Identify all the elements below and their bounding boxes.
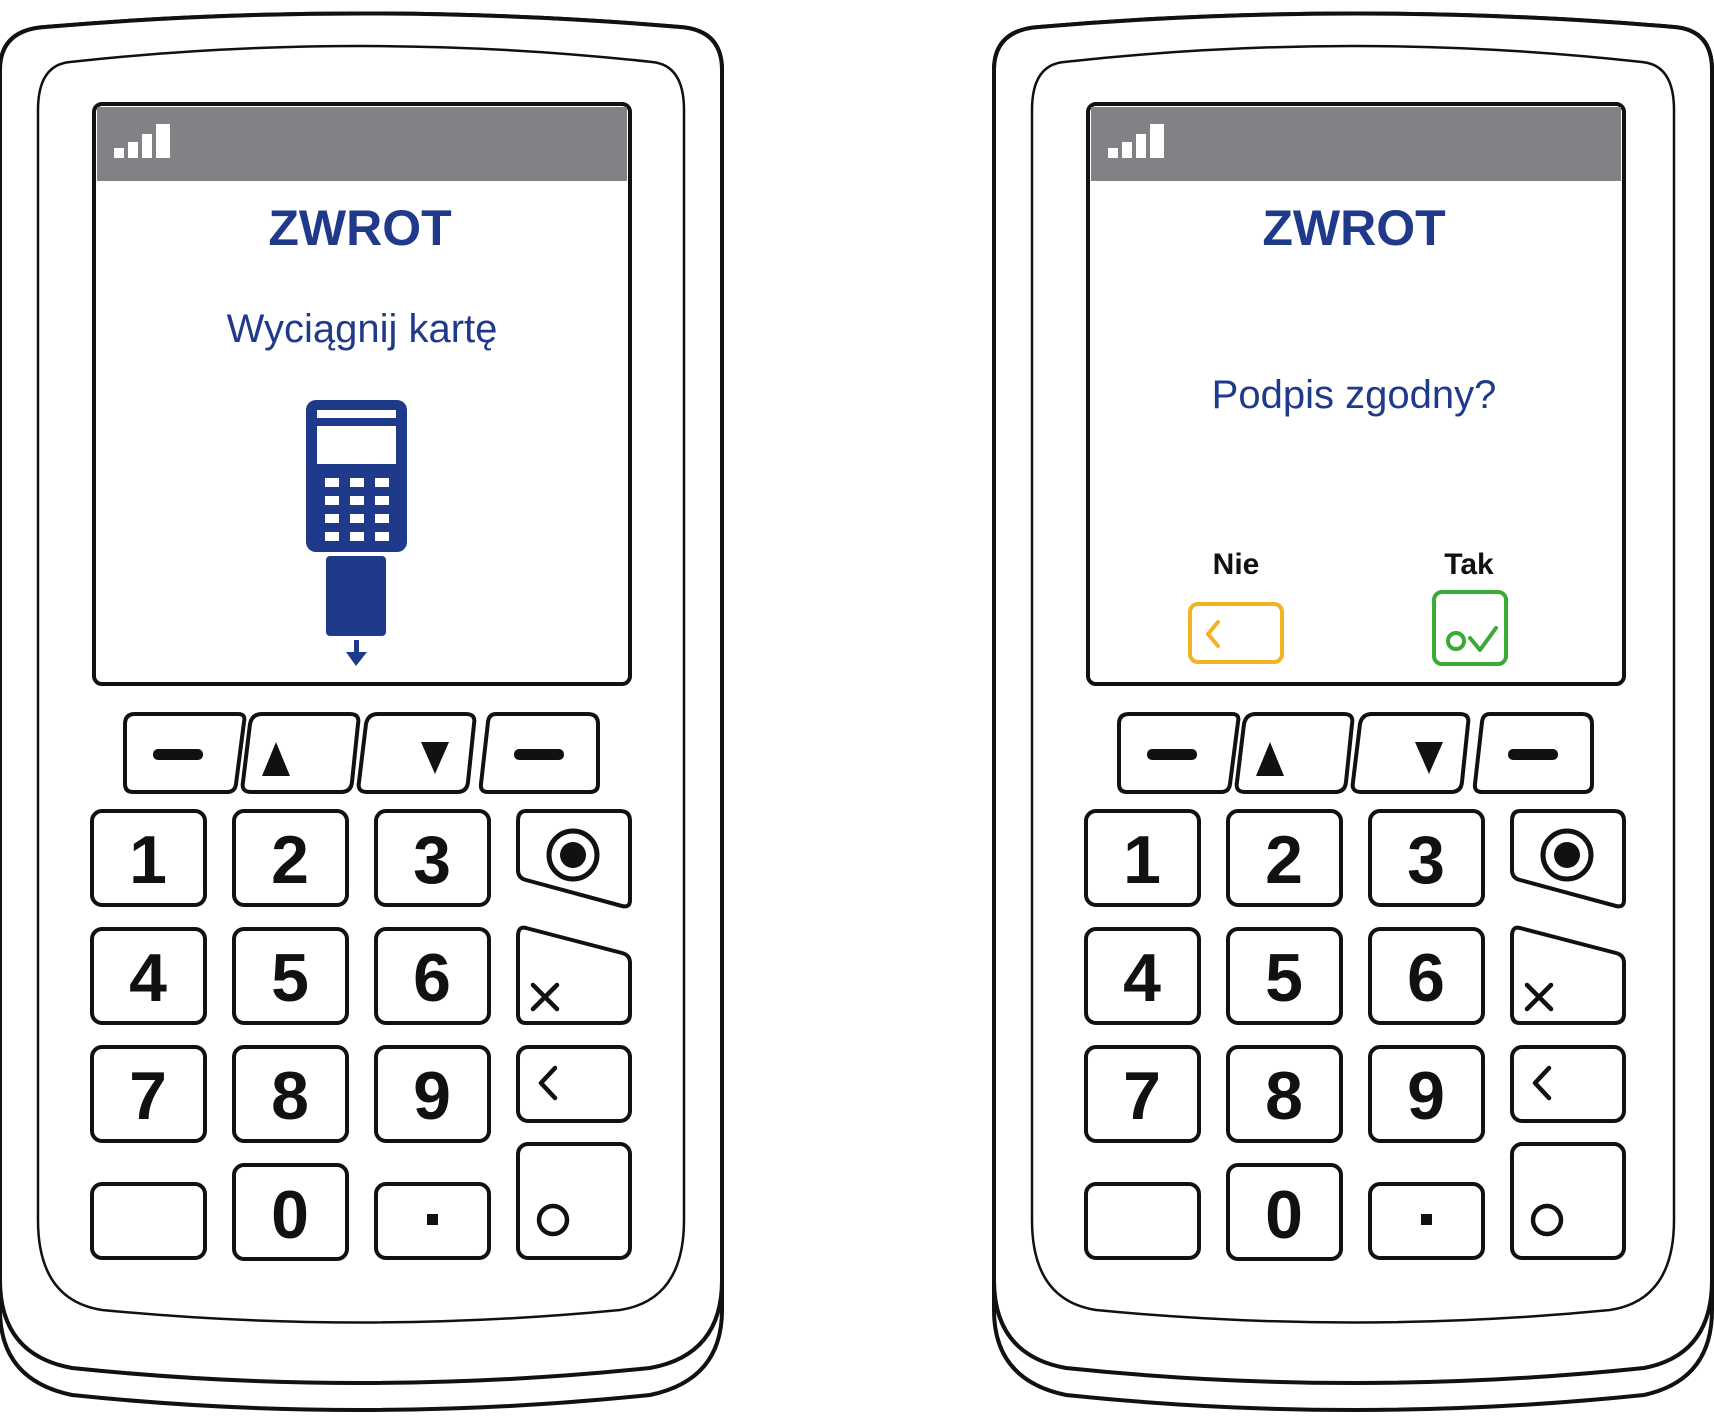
key-label: 9: [1407, 1058, 1445, 1134]
screen-title: ZWROT: [268, 200, 451, 256]
key-label: 6: [1407, 940, 1445, 1016]
back-arrow-icon: [1206, 620, 1220, 648]
nav-key-up[interactable]: [1234, 712, 1355, 794]
confirm-icon: [536, 1203, 570, 1237]
minus-icon: [514, 749, 564, 760]
key-8[interactable]: [232, 1045, 349, 1143]
status-bar: [1091, 107, 1621, 181]
card-reader-icon: [546, 828, 600, 882]
cancel-icon: [530, 982, 560, 1012]
key-label: 5: [1265, 940, 1303, 1016]
option-yes-button[interactable]: [1432, 590, 1508, 666]
screen: [1086, 102, 1626, 686]
key-1[interactable]: [90, 809, 207, 907]
key-9[interactable]: [374, 1045, 491, 1143]
key-label: 0: [1265, 1177, 1303, 1253]
key-5[interactable]: [232, 927, 349, 1025]
minus-icon: [153, 749, 203, 760]
backspace-key[interactable]: [1510, 1045, 1626, 1123]
down-arrow-icon: [421, 742, 449, 774]
key-label: 3: [1407, 822, 1445, 898]
key-blank[interactable]: [1084, 1182, 1201, 1260]
option-no-label: Nie: [1213, 548, 1260, 581]
terminal-bezel: [36, 44, 686, 1324]
backspace-key[interactable]: [516, 1045, 632, 1123]
key-0[interactable]: [232, 1163, 349, 1261]
key-label: 1: [1123, 822, 1161, 898]
key-3[interactable]: [1368, 809, 1485, 907]
confirm-key[interactable]: [1510, 1142, 1626, 1260]
screen-message: Podpis zgodny?: [1212, 373, 1497, 417]
digit-keys: 1 2 3 4 5 6 7 8 9 0: [90, 809, 491, 1261]
key-0[interactable]: [1226, 1163, 1343, 1261]
dot-icon: [1421, 1214, 1432, 1225]
cancel-icon: [1524, 982, 1554, 1012]
digit-keys: 1 2 3 4 5 6 7 8 9 0: [1084, 809, 1485, 1261]
nav-keys: [1117, 712, 1594, 794]
key-label: 5: [271, 940, 309, 1016]
key-4[interactable]: [1084, 927, 1201, 1025]
function-keys: [516, 809, 632, 1260]
key-label: 7: [1123, 1058, 1161, 1134]
screen-message: Wyciągnij kartę: [227, 307, 498, 351]
signal-icon: [1108, 124, 1164, 158]
signal-icon: [114, 124, 170, 158]
key-label: 2: [271, 822, 309, 898]
card-removal-terminal-icon: [306, 400, 407, 666]
key-label: 0: [271, 1177, 309, 1253]
minus-icon: [1147, 749, 1197, 760]
key-2[interactable]: [1226, 809, 1343, 907]
nav-key-down[interactable]: [1350, 712, 1471, 794]
option-yes-label: Tak: [1444, 548, 1494, 581]
key-6[interactable]: [374, 927, 491, 1025]
backspace-icon: [538, 1065, 558, 1101]
key-2[interactable]: [232, 809, 349, 907]
down-arrow-icon: [1415, 742, 1443, 774]
check-icon: [1446, 626, 1498, 652]
function-keys: [1510, 809, 1626, 1260]
key-label: 6: [413, 940, 451, 1016]
nav-keys: [123, 712, 600, 794]
key-label: 3: [413, 822, 451, 898]
backspace-icon: [1532, 1065, 1552, 1101]
nav-key-up[interactable]: [240, 712, 361, 794]
terminal-left: ZWROT Wyciągnij kartę: [0, 11, 724, 1412]
key-label: 1: [129, 822, 167, 898]
key-8[interactable]: [1226, 1045, 1343, 1143]
key-7[interactable]: [90, 1045, 207, 1143]
key-label: 7: [129, 1058, 167, 1134]
key-1[interactable]: [1084, 809, 1201, 907]
nav-key-down[interactable]: [356, 712, 477, 794]
up-arrow-icon: [1256, 742, 1284, 776]
key-label: 2: [1265, 822, 1303, 898]
key-6[interactable]: [1368, 927, 1485, 1025]
status-bar: [97, 107, 627, 181]
key-label: 8: [1265, 1058, 1303, 1134]
minus-icon: [1508, 749, 1558, 760]
terminal-right: ZWROT Podpis zgodny? Nie Tak: [992, 11, 1714, 1412]
key-5[interactable]: [1226, 927, 1343, 1025]
key-label: 9: [413, 1058, 451, 1134]
terminal-bezel: [1030, 44, 1676, 1324]
key-label: 4: [1123, 940, 1161, 1016]
screen: [92, 102, 632, 686]
key-7[interactable]: [1084, 1045, 1201, 1143]
key-blank[interactable]: [90, 1182, 207, 1260]
up-arrow-icon: [262, 742, 290, 776]
key-4[interactable]: [90, 927, 207, 1025]
key-label: 4: [129, 940, 167, 1016]
option-no-button[interactable]: [1188, 602, 1284, 664]
confirm-icon: [1530, 1203, 1564, 1237]
key-label: 8: [271, 1058, 309, 1134]
screen-title: ZWROT: [1262, 200, 1445, 256]
card-reader-icon: [1540, 828, 1594, 882]
key-3[interactable]: [374, 809, 491, 907]
confirm-key[interactable]: [516, 1142, 632, 1260]
key-9[interactable]: [1368, 1045, 1485, 1143]
dot-icon: [427, 1214, 438, 1225]
